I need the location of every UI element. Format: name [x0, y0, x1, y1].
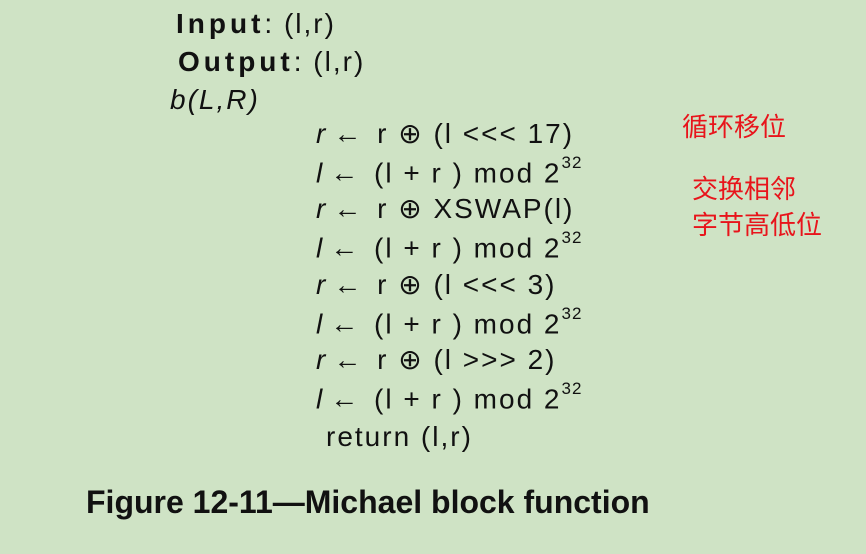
output-params: : (l,r) [293, 46, 366, 77]
step-lhs: r [316, 344, 328, 376]
function-signature: b(L,R) [170, 84, 260, 115]
step-exponent: 32 [561, 303, 583, 323]
step-line: r← r ⊕ (l >>> 2) [316, 346, 557, 374]
output-label: Output [178, 46, 294, 77]
step-rhs: (l + r ) mod 2 [374, 307, 562, 339]
step-rhs: r ⊕ (l >>> 2) [377, 344, 557, 376]
step-rhs: r ⊕ (l <<< 17) [377, 118, 575, 149]
input-params: : (l,r) [264, 8, 336, 39]
step-lhs: r [316, 268, 328, 300]
assign-arrow: ← [330, 383, 371, 415]
step-rhs: (l + r ) mod 2 [374, 232, 562, 264]
step-rhs: (l + r ) mod 2 [374, 157, 562, 189]
assign-arrow: ← [333, 118, 374, 149]
step-line: r← r ⊕ (l <<< 17) [316, 120, 574, 148]
step-line: l← (l + r ) mod 232 [316, 229, 582, 264]
assign-arrow: ← [330, 157, 371, 189]
step-rhs: (l + r ) mod 2 [374, 383, 562, 415]
assign-arrow: ← [333, 193, 374, 225]
step-exponent: 32 [561, 228, 583, 248]
return-line: return (l,r) [326, 421, 473, 452]
step-line: l← (l + r ) mod 232 [316, 154, 582, 189]
step-rhs: r ⊕ XSWAP(l) [377, 193, 575, 225]
step-line: l← (l + r ) mod 232 [316, 305, 582, 339]
step-lhs: l [316, 383, 325, 415]
assign-arrow: ← [330, 232, 371, 264]
step-line: l← (l + r ) mod 232 [316, 380, 582, 415]
annotation-swap-line1: 交换相邻 [692, 174, 797, 204]
step-exponent: 32 [561, 378, 583, 398]
annotation-rotate: 循环移位 [682, 112, 787, 142]
output-line: Output: (l,r) [178, 48, 365, 76]
step-lhs: l [316, 307, 325, 339]
assign-arrow: ← [330, 307, 371, 339]
step-lhs: l [316, 157, 325, 189]
assign-arrow: ← [333, 344, 374, 376]
assign-arrow: ← [333, 268, 374, 300]
annotation-swap-line2: 字节高低位 [692, 210, 823, 240]
figure-caption: Figure 12-11—Michael block function [86, 484, 650, 520]
input-label: Input [176, 8, 265, 39]
step-lhs: r [316, 193, 328, 225]
step-lhs: r [316, 118, 328, 149]
step-line: r← r ⊕ (l <<< 3) [316, 268, 557, 300]
step-line: r← r ⊕ XSWAP(l) [316, 195, 574, 223]
step-lhs: l [316, 232, 325, 264]
step-exponent: 32 [561, 152, 583, 172]
input-line: Input: (l,r) [176, 10, 336, 38]
step-rhs: r ⊕ (l <<< 3) [377, 268, 557, 300]
